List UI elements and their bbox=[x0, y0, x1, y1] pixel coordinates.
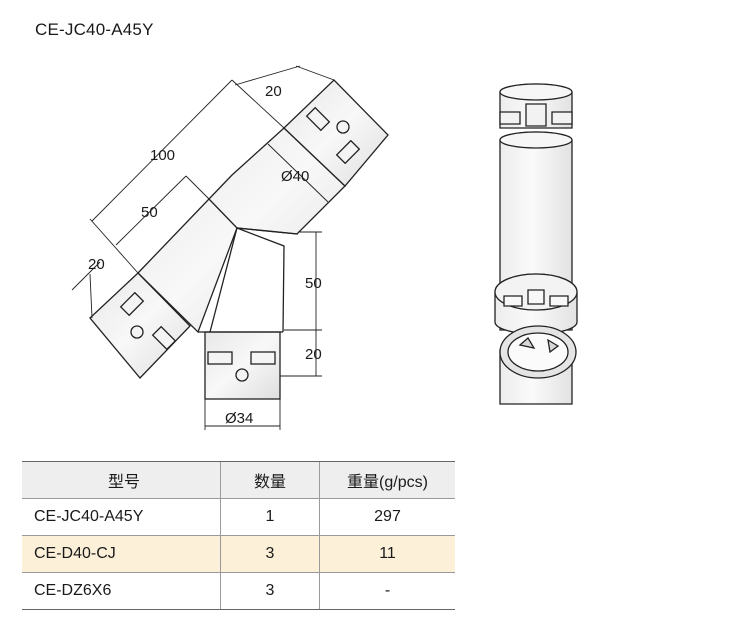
main-tube-body bbox=[137, 127, 346, 334]
dim-100: 100 bbox=[150, 147, 175, 164]
dim-20-left: 20 bbox=[88, 256, 105, 273]
dim-20-right: 20 bbox=[305, 346, 322, 363]
chamfer-line-2 bbox=[209, 227, 238, 333]
chamfer-line bbox=[236, 227, 299, 235]
cell-weight: - bbox=[319, 572, 455, 610]
header-quantity: 数量 bbox=[220, 461, 320, 499]
cell-weight: 297 bbox=[319, 498, 455, 536]
cell-weight: 11 bbox=[319, 535, 455, 573]
dim-50-left: 50 bbox=[141, 204, 158, 221]
dim-50-right: 50 bbox=[305, 275, 322, 292]
dim-diameter-34: Ø34 bbox=[225, 410, 253, 427]
cell-quantity: 1 bbox=[220, 498, 320, 536]
body-seam bbox=[207, 197, 238, 229]
header-model: 型号 bbox=[22, 461, 221, 499]
table-row: CE-JC40-A45Y 1 297 bbox=[22, 498, 455, 536]
left-cap bbox=[89, 272, 191, 379]
lower-branch bbox=[204, 331, 281, 400]
cell-model: CE-JC40-A45Y bbox=[22, 498, 221, 536]
y-joint-side-view bbox=[494, 83, 578, 405]
technical-drawing: 100 20 Ø40 50 20 50 20 Ø34 bbox=[71, 65, 578, 430]
side-bottom-ring-inner bbox=[507, 332, 569, 372]
table-header-row: 型号 数量 重量(g/pcs) bbox=[22, 461, 455, 499]
cell-model: CE-D40-CJ bbox=[22, 535, 221, 573]
left-cap-slots bbox=[119, 291, 177, 351]
part-number-title: CE-JC40-A45Y bbox=[35, 20, 154, 39]
cell-quantity: 3 bbox=[220, 572, 320, 610]
header-weight: 重量(g/pcs) bbox=[319, 461, 455, 499]
lower-branch-slots bbox=[207, 351, 276, 382]
table-row-highlighted: CE-D40-CJ 3 11 bbox=[22, 535, 455, 573]
dim-20-top: 20 bbox=[265, 83, 282, 100]
top-cap bbox=[283, 79, 389, 187]
dimension-lines bbox=[71, 65, 335, 430]
cell-quantity: 3 bbox=[220, 535, 320, 573]
table-row: CE-DZ6X6 3 - bbox=[22, 572, 455, 610]
cell-model: CE-DZ6X6 bbox=[22, 572, 221, 610]
specification-table: 型号 数量 重量(g/pcs) CE-JC40-A45Y 1 297 CE-D4… bbox=[22, 461, 455, 610]
y-joint-front-view bbox=[89, 79, 389, 400]
top-cap-slots bbox=[305, 106, 361, 165]
dim-diameter-40: Ø40 bbox=[281, 168, 309, 185]
chamfer-line-3 bbox=[236, 227, 285, 333]
